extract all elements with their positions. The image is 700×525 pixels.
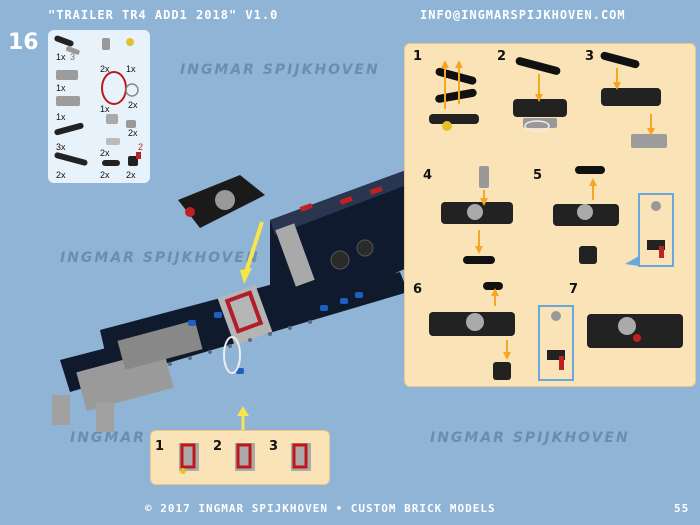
part-qty: 1x [126, 64, 136, 74]
part-qty: 2x [128, 128, 138, 138]
bottom-substep-number: 3 [269, 439, 279, 454]
part-qty: 2x [126, 170, 136, 180]
bottom-substeps-illustration [179, 443, 311, 474]
part-qty: 1x [100, 104, 110, 114]
part-qty: 2x [100, 170, 110, 180]
parts-illustration [54, 35, 141, 166]
substep-number: 5 [533, 168, 543, 183]
part-qty: 2x [100, 148, 110, 158]
substep-number: 1 [413, 49, 423, 64]
substep-number: 4 [423, 168, 433, 183]
substep-number: 6 [413, 282, 423, 297]
part-qty: 2x [56, 170, 66, 180]
watermark: INGMAR SPIJKHOVEN [60, 250, 260, 266]
bottom-substeps-panel: 1 2 3 [150, 430, 330, 485]
substep-number: 3 [585, 49, 595, 64]
watermark: INGMAR SPIJKHOVEN [430, 430, 630, 446]
part-qty: 3x [56, 142, 66, 152]
part-length: 3 [70, 52, 76, 62]
header-email: INFO@INGMARSPIJKHOVEN.COM [420, 8, 626, 22]
part-qty: 1x [56, 83, 66, 93]
footer-copyright: © 2017 INGMAR SPIJKHOVEN • CUSTOM BRICK … [145, 502, 496, 515]
part-qty: 1x [56, 112, 66, 122]
bottom-substep-number: 1 [155, 439, 165, 454]
part-qty: 2x [100, 64, 110, 74]
part-length: 2 [138, 142, 144, 152]
substep-number: 2 [497, 49, 507, 64]
substeps-panel: 1 2 3 4 5 6 7 [404, 43, 696, 387]
bottom-substep-number: 2 [213, 439, 223, 454]
step-number: 16 [8, 30, 39, 55]
part-qty: 2x [128, 100, 138, 110]
substep-number: 7 [569, 282, 579, 297]
header-title: "TRAILER TR4 ADD1 2018" V1.0 [48, 8, 279, 22]
watermark: INGMAR SPIJKHOVEN [180, 62, 380, 78]
substeps-illustration [429, 51, 683, 381]
page-number: 55 [674, 502, 690, 515]
parts-list: 1x 3 2x 1x 1x 2x 1x 1x 2x 3x 2x 2x 2x 2 … [48, 30, 150, 183]
part-qty: 1x [56, 52, 66, 62]
